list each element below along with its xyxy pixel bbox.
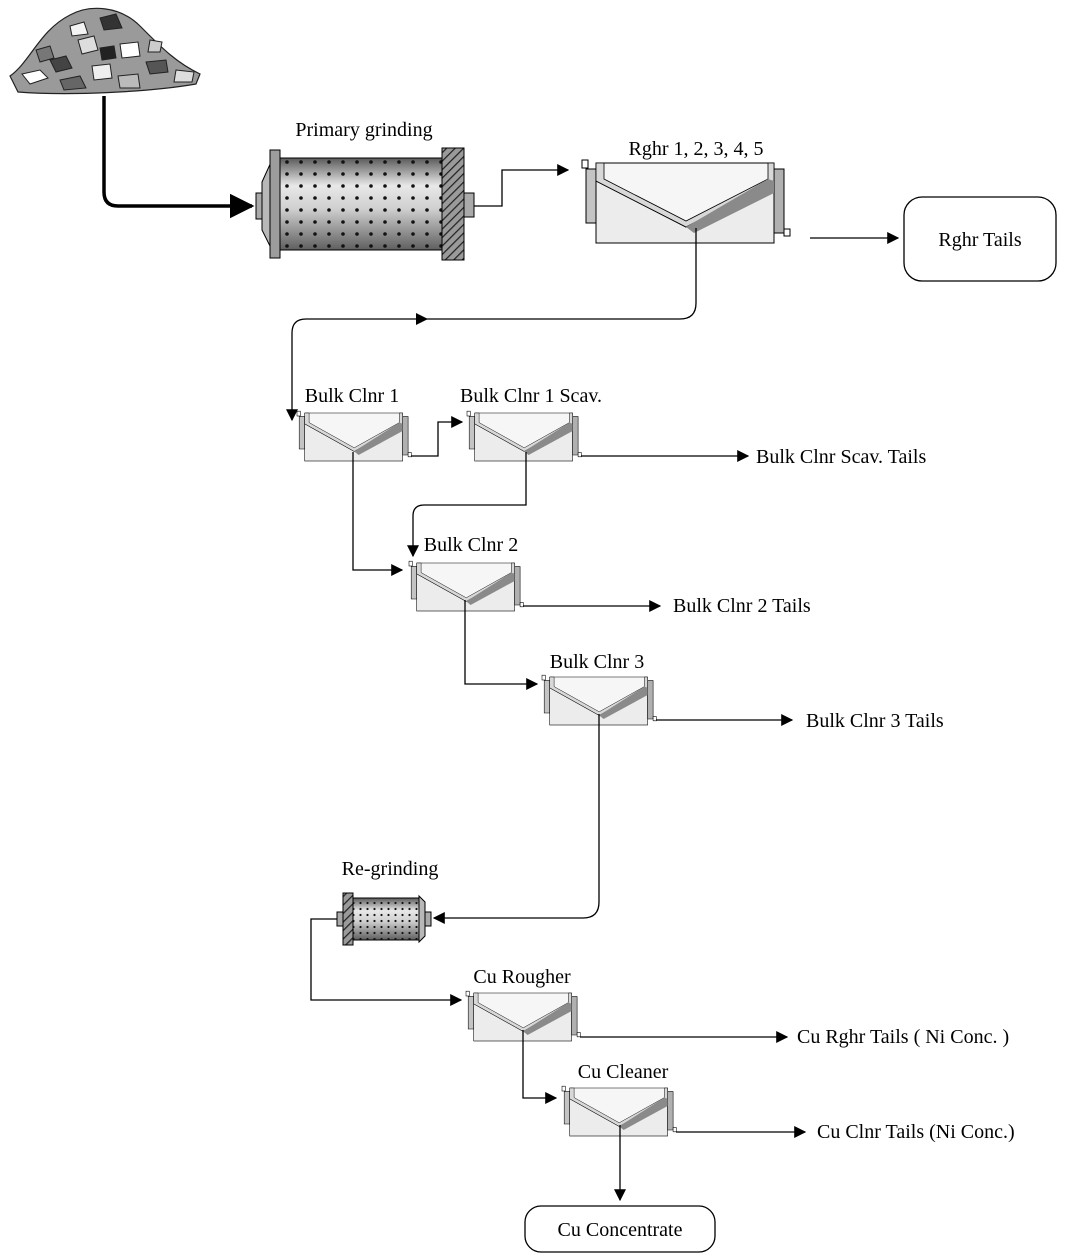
bulk-clnr-3-label: Bulk Clnr 3 [550, 651, 644, 673]
flow-direction-arrow [416, 313, 428, 325]
bulk-clnr-2-label: Bulk Clnr 2 [424, 534, 518, 556]
bulk-clnr-1-scav-label: Bulk Clnr 1 Scav. [460, 385, 602, 407]
cu-concentrate-box: Cu Concentrate [525, 1206, 715, 1252]
bulk-clnr-2-conc-line [465, 600, 537, 684]
bulk-clnr-1-label: Bulk Clnr 1 [305, 385, 399, 407]
primary-grinding-label: Primary grinding [295, 119, 432, 141]
cu-cleaner-cell-icon [562, 1086, 676, 1136]
bulk-clnr-2-cell-icon [409, 561, 523, 611]
regrinding-mill-icon [337, 893, 431, 945]
cu-clnr-tails-label: Cu Clnr Tails (Ni Conc.) [817, 1121, 1015, 1143]
cu-cleaner-label: Cu Cleaner [578, 1061, 669, 1083]
rougher-label: Rghr 1, 2, 3, 4, 5 [629, 138, 764, 160]
rghr-tails-label: Rghr Tails [938, 229, 1021, 251]
bulk-clnr-scav-tails-label: Bulk Clnr Scav. Tails [756, 446, 926, 468]
primary-grinding-mill-icon [256, 148, 474, 260]
bulk-clnr-3-conc-line [434, 714, 599, 918]
rghr-tails-box: Rghr Tails [904, 197, 1056, 281]
bulk-clnr-1-cell-icon [297, 411, 411, 461]
bulk-clnr-3-tails-label: Bulk Clnr 3 Tails [806, 710, 944, 732]
cu-rougher-label: Cu Rougher [473, 966, 571, 988]
cu-rghr-tails-label: Cu Rghr Tails ( Ni Conc. ) [797, 1026, 1009, 1048]
ore-feed-line [104, 96, 252, 206]
mill-to-rougher-line [474, 170, 568, 206]
ore-stockpile-icon [10, 8, 200, 93]
bulk-clnr-2-tails-label: Bulk Clnr 2 Tails [673, 595, 811, 617]
rougher-cells-icon [582, 160, 790, 243]
bulk-clnr-1-tails-line [411, 422, 462, 456]
cu-concentrate-label: Cu Concentrate [558, 1219, 683, 1241]
regrinding-label: Re-grinding [342, 858, 439, 880]
bulk-clnr-1-conc-line [353, 452, 402, 570]
bulk-clnr-1-scav-cell-icon [467, 411, 581, 461]
